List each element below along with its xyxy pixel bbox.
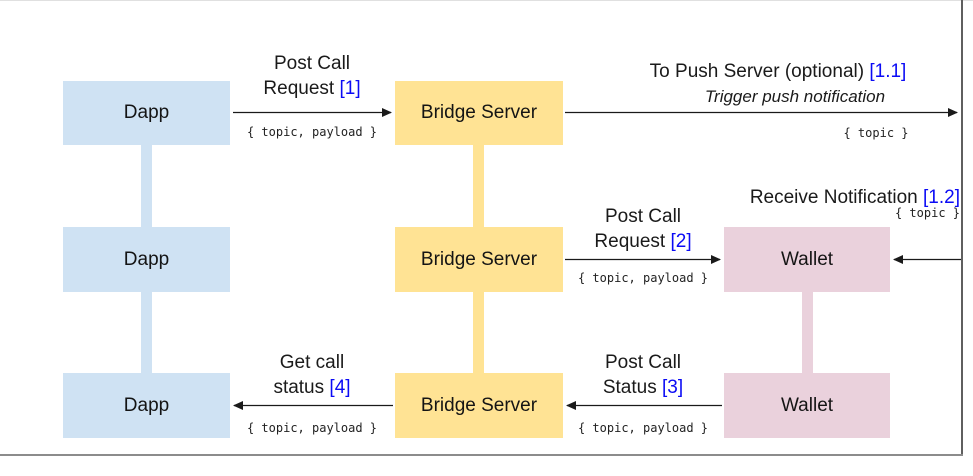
edge-label-get-call-status: Get call status [4] bbox=[232, 350, 392, 400]
node-label: Wallet bbox=[780, 248, 834, 270]
node-dapp-3: Dapp bbox=[63, 373, 230, 438]
frame-bottom-edge bbox=[0, 454, 963, 456]
node-bridge-server-2: Bridge Server bbox=[395, 227, 563, 292]
wallet-lifeline bbox=[802, 259, 813, 406]
frame-top-edge bbox=[0, 0, 973, 1]
edge-ref: [1] bbox=[339, 78, 361, 99]
edge-label-line2: Request [2] bbox=[594, 231, 692, 252]
edge-label-post-call-request-1: Post Call Request [1] bbox=[232, 51, 392, 101]
edge-label-line2: Request [1] bbox=[263, 78, 361, 99]
edge-payload-receive-notification: { topic } bbox=[894, 206, 960, 220]
edge-ref: [1.2] bbox=[923, 187, 960, 208]
node-label: Dapp bbox=[123, 248, 170, 270]
edge-payload-post-call-request-1: { topic, payload } bbox=[246, 125, 378, 139]
node-label: Bridge Server bbox=[420, 102, 538, 123]
node-label: Bridge Server bbox=[420, 394, 538, 416]
edge-label-post-call-status: Post Call Status [3] bbox=[563, 350, 723, 400]
edge-label-line1: Get call bbox=[279, 352, 345, 373]
frame-right-edge bbox=[961, 0, 963, 456]
edge-label-line1: Post Call bbox=[273, 53, 351, 74]
edge-label-line2: status [4] bbox=[273, 377, 351, 398]
edge-ref: [4] bbox=[329, 377, 351, 398]
edge-payload-get-call-status: { topic, payload } bbox=[246, 421, 378, 435]
edge-ref: [1.1] bbox=[869, 61, 907, 82]
edge-label-line2: Status [3] bbox=[602, 377, 684, 398]
edge-label-line1: Post Call bbox=[604, 352, 682, 373]
edge-label-post-call-request-2: Post Call Request [2] bbox=[563, 204, 723, 254]
node-bridge-server-3: Bridge Server bbox=[395, 373, 563, 438]
edge-label-receive-notification: Receive Notification [1.2] bbox=[749, 187, 960, 208]
edge-sublabel-trigger-push: Trigger push notification bbox=[704, 87, 886, 106]
edge-payload-to-push-server: { topic } bbox=[843, 126, 909, 140]
edge-label-to-push-server: To Push Server (optional) [1.1] bbox=[649, 61, 907, 82]
node-bridge-server-1: Bridge Server bbox=[395, 81, 563, 145]
node-wallet-2: Wallet bbox=[724, 373, 890, 438]
edge-ref: [2] bbox=[670, 231, 692, 252]
node-wallet-1: Wallet bbox=[724, 227, 890, 292]
edge-ref: [3] bbox=[662, 377, 684, 398]
node-label: Dapp bbox=[123, 102, 170, 123]
edge-label-line1: Post Call bbox=[604, 206, 682, 227]
node-label: Bridge Server bbox=[420, 248, 538, 270]
node-label: Wallet bbox=[780, 394, 834, 416]
node-dapp-1: Dapp bbox=[63, 81, 230, 145]
edge-payload-post-call-request-2: { topic, payload } bbox=[577, 271, 709, 285]
node-dapp-2: Dapp bbox=[63, 227, 230, 292]
node-label: Dapp bbox=[123, 394, 170, 416]
edge-payload-post-call-status: { topic, payload } bbox=[577, 421, 709, 435]
